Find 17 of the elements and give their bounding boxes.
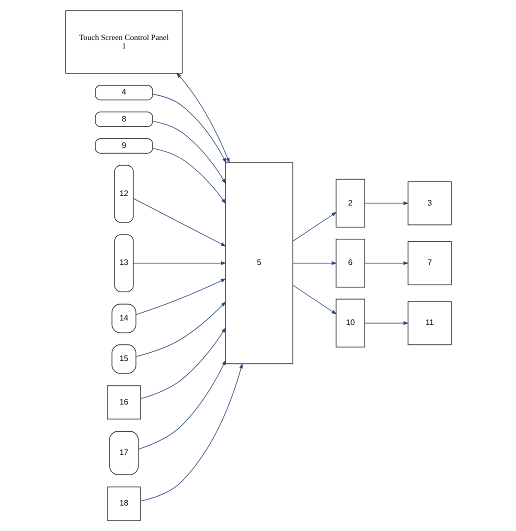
- arrow: [137, 360, 226, 450]
- arrow: [292, 261, 337, 266]
- arrow: [132, 198, 226, 246]
- arrow: [135, 301, 226, 357]
- arrow: [292, 284, 336, 315]
- arrow: [292, 212, 336, 242]
- arrow: [135, 278, 226, 316]
- arrow: [140, 362, 242, 502]
- arrow: [132, 261, 226, 266]
- arrow: [140, 327, 226, 400]
- arrow: [364, 201, 408, 206]
- arrow: [364, 321, 408, 325]
- arrow: [152, 94, 226, 164]
- arrow: [152, 148, 226, 204]
- arrow: [176, 72, 230, 164]
- arrow: [364, 261, 408, 266]
- arrow: [152, 120, 226, 184]
